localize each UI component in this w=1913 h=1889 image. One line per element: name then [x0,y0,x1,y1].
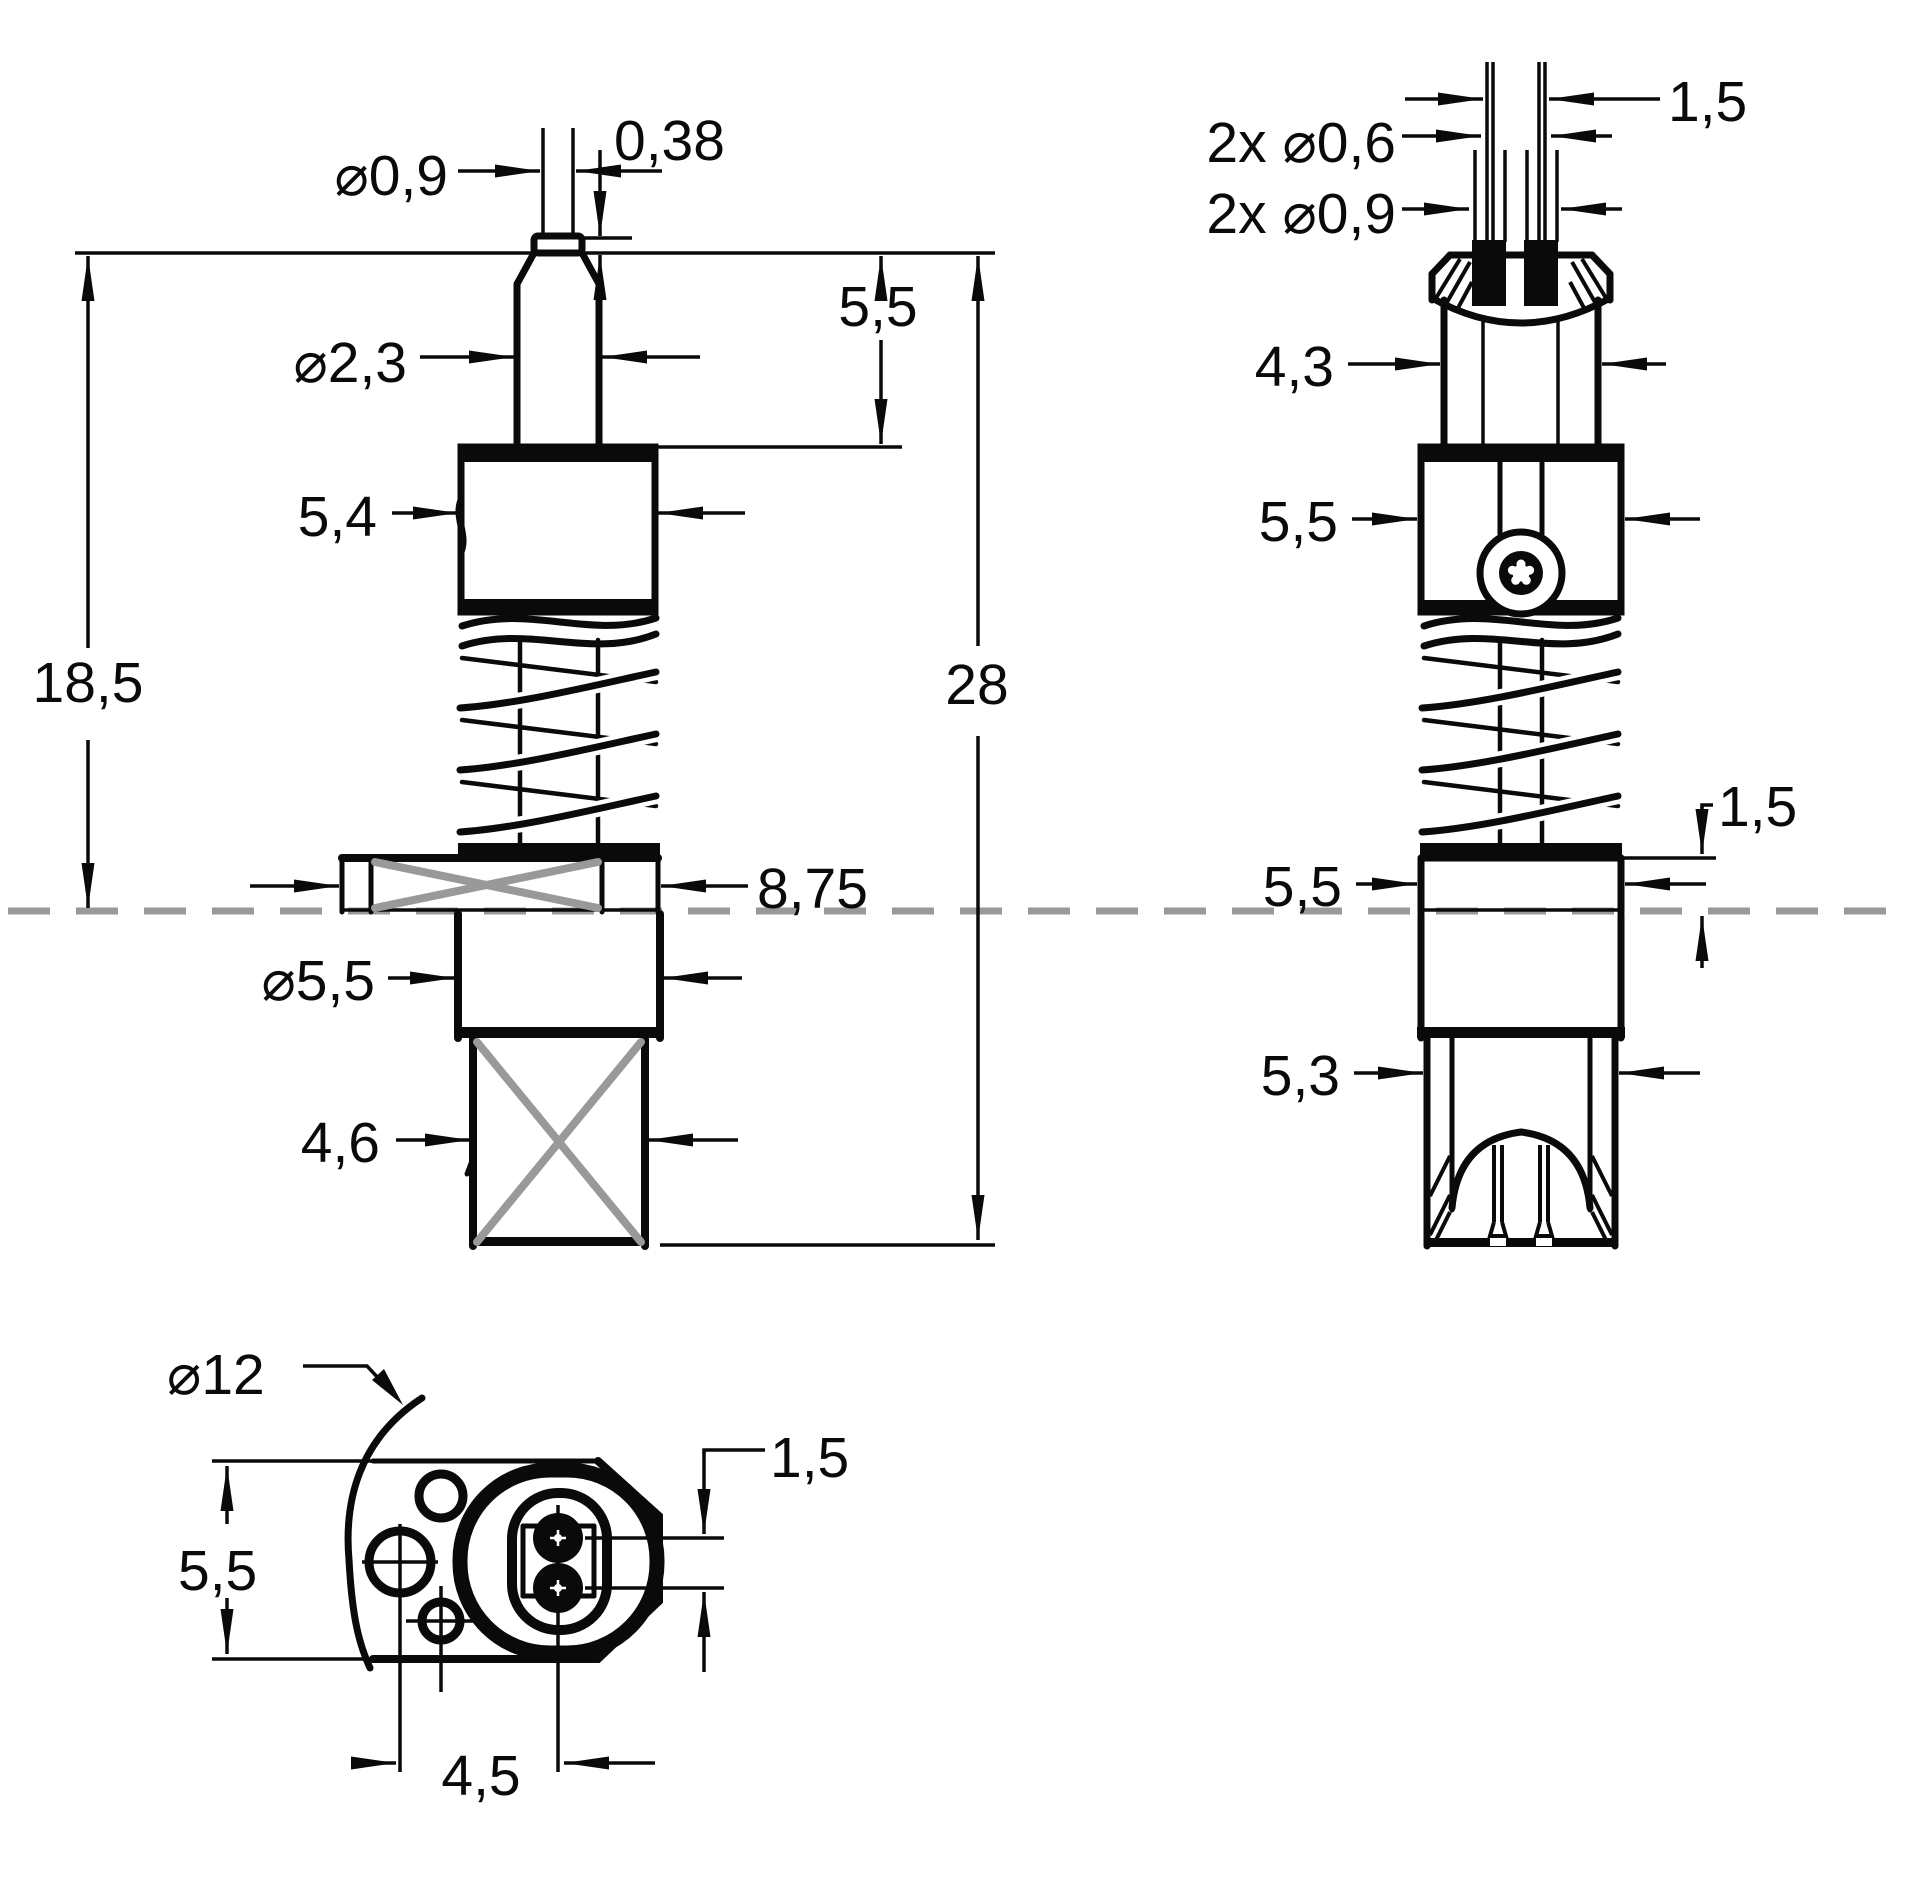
dim-label-block-width: 5,5 [1259,490,1338,554]
dim-label-flange-width: 8,75 [757,857,868,921]
receptacle-contacts [1487,1145,1555,1238]
dim-label-flange-arc-diameter: ⌀12 [167,1343,265,1407]
dim-label-collar-width: 5,5 [1263,855,1342,919]
side-view-dimensions [1348,92,1716,1080]
termination [464,1034,649,1250]
bottom-view-dimensions [212,1364,765,1770]
spring-side [1414,614,1626,858]
front-view-dimensions [75,150,995,1247]
dim-label-bushing-diameter: ⌀5,5 [261,949,375,1013]
dim-label-pin-diameter: ⌀0,9 [334,144,448,208]
dim-label-head-width: 4,3 [1255,335,1334,399]
contact-pins [533,1513,583,1613]
plate-holes [362,1469,478,1772]
spring [452,614,664,858]
dim-label-body-width: 5,4 [298,485,377,549]
alignment-hole [406,1586,478,1692]
probe-body [455,443,659,616]
collar [1417,854,1625,1042]
front-view: ⌀0,9 0,38 ⌀2,3 5,5 5,4 18,5 28 8,75 ⌀5,5… [33,109,1009,1250]
head-cap [1428,251,1614,327]
dim-label-lead-pitch: 1,5 [1668,70,1747,134]
dim-label-length-above-plane: 18,5 [33,651,144,715]
wire-leads [1472,62,1559,306]
clamp-block [1417,443,1625,618]
head-section [1440,296,1602,455]
dim-label-termination-width: 4,6 [301,1111,380,1175]
dim-label-screw-to-pin-offset: 4,5 [441,1744,520,1808]
dim-label-barrel-width: 5,3 [1261,1044,1340,1108]
bushing [454,910,664,1042]
bottom-view: ⌀12 5,5 1,5 4,5 [167,1343,849,1808]
plunger-tip-pin [513,128,603,288]
dim-label-overall-length: 28 [945,653,1008,717]
plunger-shaft [513,280,603,455]
dim-label-pin-pitch: 1,5 [770,1426,849,1490]
screw-head [1476,528,1566,618]
dim-label-plunger-exposed: 5,5 [838,275,917,339]
side-view: 1,5 2x ⌀0,6 2x ⌀0,9 4,3 5,5 5,5 1,5 5,3 [1206,62,1797,1250]
dim-label-lead-diameter: 2x ⌀0,6 [1206,111,1396,175]
dim-label-plate-height: 5,5 [178,1539,257,1603]
mounting-flange [338,854,662,915]
receptacle-boss [452,1462,665,1772]
receptacle-barrel [1423,1034,1619,1250]
dim-label-collar-height: 1,5 [1718,775,1797,839]
screw-hole [362,1524,438,1772]
dim-label-plunger-diameter: ⌀2,3 [293,331,407,395]
dim-label-tip-length: 0,38 [614,109,725,173]
dim-label-lead-sleeve-diameter: 2x ⌀0,9 [1206,182,1396,246]
